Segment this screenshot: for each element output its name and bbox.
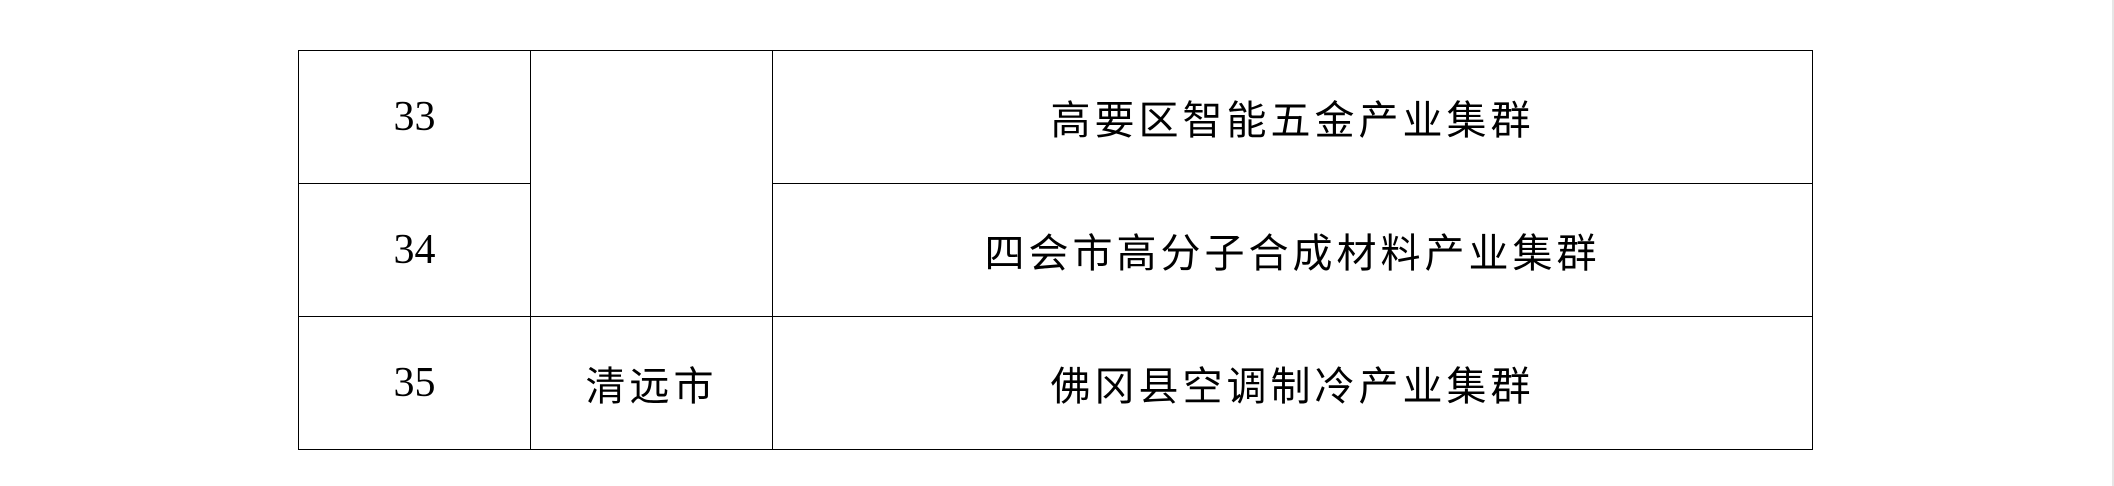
table-row: 33 高要区智能五金产业集群 bbox=[298, 50, 1813, 317]
row-index: 33 bbox=[298, 50, 531, 184]
row-index: 35 bbox=[298, 316, 531, 450]
cluster-name: 四会市高分子合成材料产业集群 bbox=[772, 183, 1813, 317]
city-cell bbox=[530, 50, 773, 317]
row-index: 34 bbox=[298, 183, 531, 317]
table-row: 35 清远市 佛冈县空调制冷产业集群 bbox=[298, 316, 1813, 450]
city-cell: 清远市 bbox=[530, 316, 773, 450]
cluster-name: 佛冈县空调制冷产业集群 bbox=[772, 316, 1813, 450]
industry-cluster-table: 33 高要区智能五金产业集群 34 四会市高分子合成材料产业集群 35 清远市 … bbox=[298, 50, 1813, 450]
table-row: 34 四会市高分子合成材料产业集群 bbox=[298, 183, 1813, 317]
page-edge bbox=[2112, 0, 2114, 486]
cluster-name: 高要区智能五金产业集群 bbox=[772, 50, 1813, 184]
